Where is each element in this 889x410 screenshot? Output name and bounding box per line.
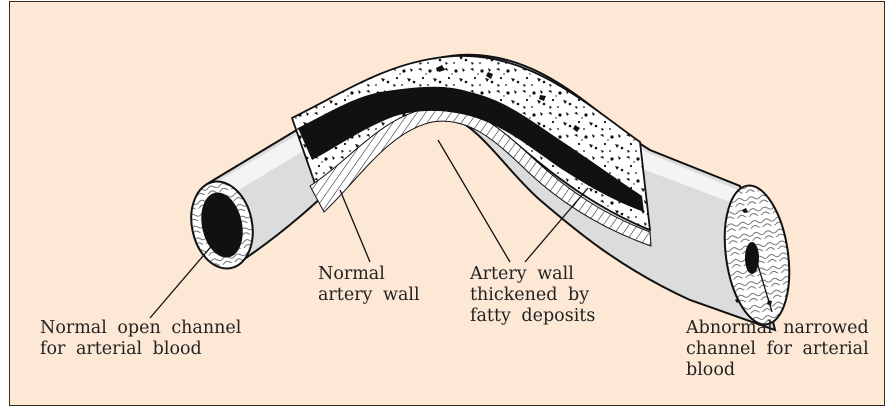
label-thickened-artery-wall: Artery wall thickened by fatty deposits: [470, 264, 595, 327]
label-thickened-artery-wall-line3: fatty deposits: [470, 306, 595, 327]
label-normal-open-channel-line1: Normal open channel: [40, 318, 241, 339]
label-abnormal-narrowed-channel-line2: channel for arterial: [686, 339, 869, 360]
label-thickened-artery-wall-line2: thickened by: [470, 285, 595, 306]
label-normal-artery-wall: Normal artery wall: [318, 264, 420, 306]
label-abnormal-narrowed-channel: Abnormal narrowed channel for arterial b…: [686, 318, 869, 381]
label-normal-artery-wall-line1: Normal: [318, 264, 420, 285]
label-abnormal-narrowed-channel-line1: Abnormal narrowed: [686, 318, 869, 339]
label-abnormal-narrowed-channel-line3: blood: [686, 360, 869, 381]
right-narrowed-lumen: [745, 242, 759, 274]
label-normal-artery-wall-line2: artery wall: [318, 285, 420, 306]
label-normal-open-channel: Normal open channel for arterial blood: [40, 318, 241, 360]
label-thickened-artery-wall-line1: Artery wall: [470, 264, 595, 285]
label-normal-open-channel-line2: for arterial blood: [40, 339, 241, 360]
